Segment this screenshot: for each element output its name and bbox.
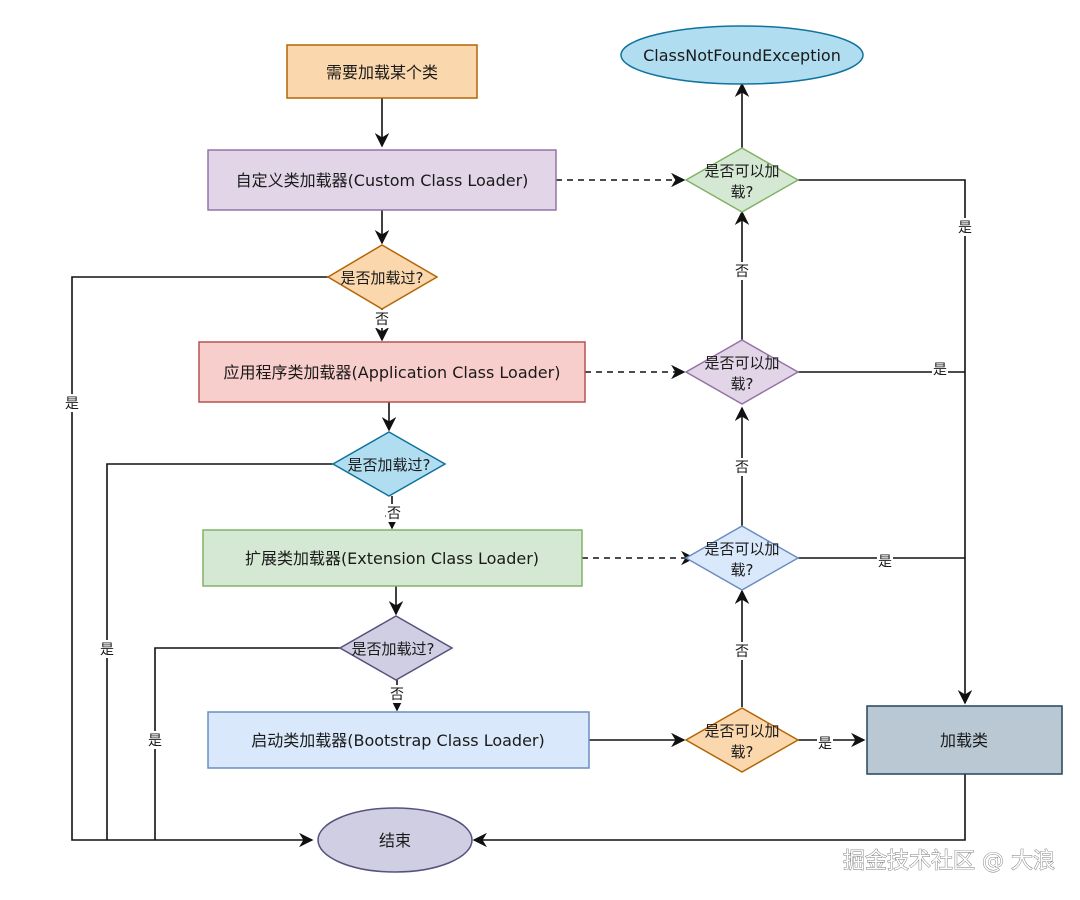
svg-text:否: 否 <box>390 687 404 703</box>
decision-ext-loaded: 是否加载过? <box>338 615 454 681</box>
decision-app-loaded: 是否加载过? <box>331 431 447 497</box>
watermark-text: 掘金技术社区 @ 大浪 <box>843 849 1055 874</box>
edge-check-custom-yes <box>71 276 328 848</box>
svg-text:是否可以加: 是否可以加 <box>704 354 779 372</box>
svg-text:加载类: 加载类 <box>940 731 988 750</box>
svg-text:扩展类加载器(Extension Class Loader): 扩展类加载器(Extension Class Loader) <box>245 549 539 568</box>
svg-text:否: 否 <box>387 506 401 522</box>
edge-label-yes-right-4: 是 <box>817 734 833 752</box>
node-start: 需要加载某个类 <box>286 44 478 99</box>
svg-text:载?: 载? <box>731 183 754 201</box>
decision-custom-loaded: 是否加载过? <box>326 244 439 310</box>
svg-text:ClassNotFoundException: ClassNotFoundException <box>643 46 841 65</box>
svg-text:是否加载过?: 是否加载过? <box>352 640 435 658</box>
edge-label-yes-right-3: 是 <box>877 552 893 570</box>
svg-text:是: 是 <box>65 396 79 412</box>
svg-text:是: 是 <box>958 220 972 236</box>
svg-text:是: 是 <box>100 642 114 658</box>
svg-text:否: 否 <box>735 264 749 280</box>
svg-text:是: 是 <box>878 554 892 570</box>
edge-label-no-2: 否 <box>386 504 402 522</box>
edge-label-no-1: 否 <box>374 310 390 328</box>
svg-text:是: 是 <box>933 362 947 378</box>
decision-ext-can-load: 是否可以加 载? <box>684 525 800 591</box>
edge-label-yes-left-2: 是 <box>99 640 115 658</box>
svg-text:启动类加载器(Bootstrap Class Loader): 启动类加载器(Bootstrap Class Loader) <box>251 731 545 750</box>
decision-boot-can-load: 是否可以加 载? <box>684 707 800 773</box>
svg-text:结束: 结束 <box>379 831 411 850</box>
svg-text:是: 是 <box>148 733 162 749</box>
edge-load-class-to-end <box>472 774 966 848</box>
edge-label-no-right-3: 否 <box>734 262 750 280</box>
edge-label-yes-left-1: 是 <box>64 394 80 412</box>
edge-can-load-custom-yes <box>798 179 973 705</box>
svg-text:应用程序类加载器(Application Class Loa: 应用程序类加载器(Application Class Loader) <box>224 363 561 382</box>
node-end: 结束 <box>317 807 473 873</box>
node-load-class: 加载类 <box>866 705 1063 775</box>
edge-label-no-right-2: 否 <box>734 458 750 476</box>
svg-text:是否可以加: 是否可以加 <box>704 540 779 558</box>
edge-label-yes-left-3: 是 <box>147 731 163 749</box>
node-application-class-loader: 应用程序类加载器(Application Class Loader) <box>198 341 586 403</box>
decision-app-can-load: 是否可以加 载? <box>684 339 800 405</box>
edge-check-app-yes <box>106 463 336 840</box>
svg-text:自定义类加载器(Custom Class Loader): 自定义类加载器(Custom Class Loader) <box>236 171 529 190</box>
svg-text:是否加载过?: 是否加载过? <box>348 456 431 474</box>
svg-text:载?: 载? <box>731 561 754 579</box>
edge-label-yes-right-1: 是 <box>957 218 973 236</box>
edge-check-ext-yes <box>154 647 344 840</box>
node-extension-class-loader: 扩展类加载器(Extension Class Loader) <box>202 529 583 587</box>
edge-label-yes-right-2: 是 <box>932 360 948 378</box>
svg-text:是: 是 <box>818 736 832 752</box>
svg-text:需要加载某个类: 需要加载某个类 <box>326 63 438 82</box>
svg-text:载?: 载? <box>731 375 754 393</box>
edge-label-no-3: 否 <box>389 685 405 703</box>
edge-label-no-right-1: 否 <box>734 642 750 660</box>
node-class-not-found-exception: ClassNotFoundException <box>620 25 864 85</box>
svg-text:是否加载过?: 是否加载过? <box>341 269 424 287</box>
svg-text:是否可以加: 是否可以加 <box>704 162 779 180</box>
svg-text:否: 否 <box>375 312 389 328</box>
svg-text:否: 否 <box>735 460 749 476</box>
svg-text:载?: 载? <box>731 743 754 761</box>
node-custom-class-loader: 自定义类加载器(Custom Class Loader) <box>207 149 557 211</box>
node-bootstrap-class-loader: 启动类加载器(Bootstrap Class Loader) <box>207 711 590 769</box>
decision-custom-can-load: 是否可以加 载? <box>684 147 800 213</box>
svg-text:是否可以加: 是否可以加 <box>704 722 779 740</box>
svg-text:否: 否 <box>735 644 749 660</box>
